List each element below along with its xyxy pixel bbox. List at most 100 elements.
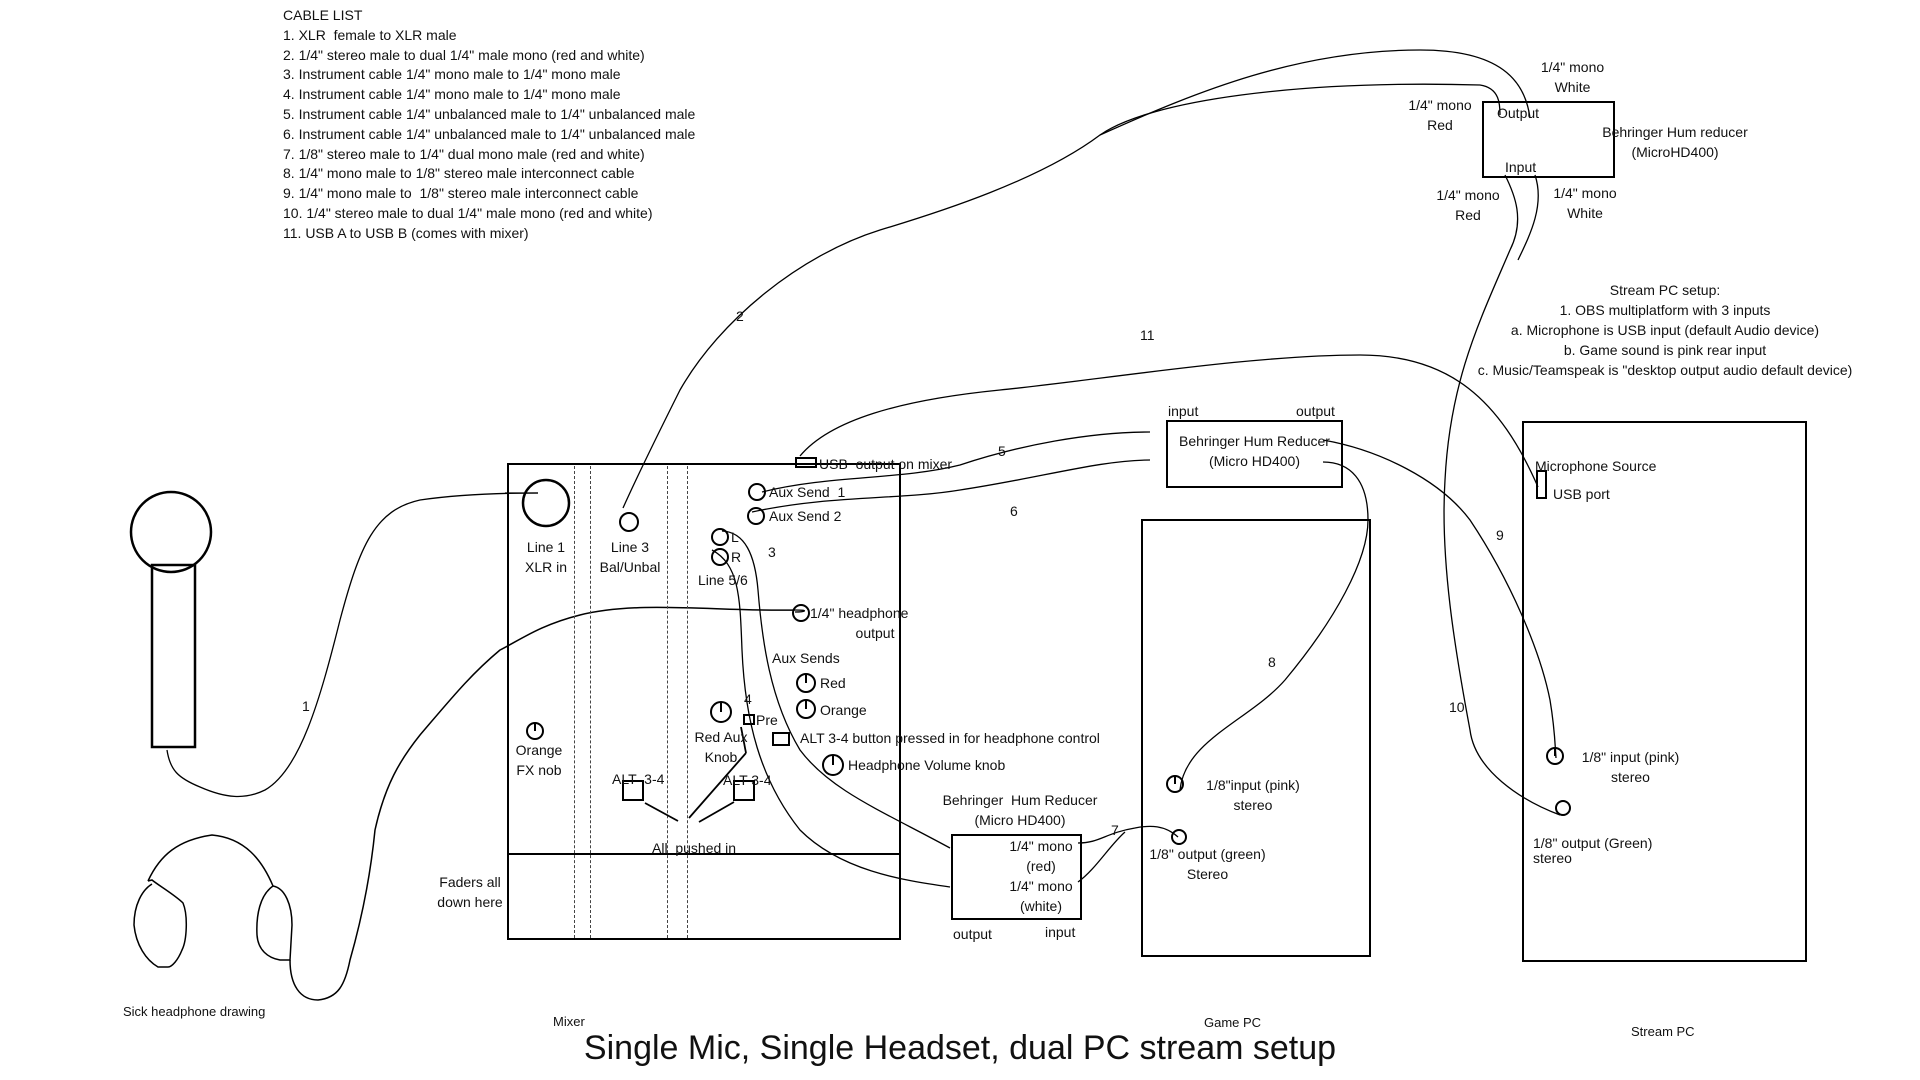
cable-4 xyxy=(711,549,951,888)
line56-r-label: R xyxy=(731,549,742,565)
cable-number-1: 1 xyxy=(302,698,310,714)
cable-2 xyxy=(622,83,1501,509)
cable-11 xyxy=(799,354,1539,488)
mixer-channel-divider xyxy=(590,466,591,938)
aux-send-1-label: Aux Send 1 xyxy=(769,484,846,500)
aux-send-2-label: Aux Send 2 xyxy=(769,508,842,524)
bottom-hr-output-label: output xyxy=(953,926,992,942)
aux-orange-label: Orange xyxy=(820,702,867,718)
mid-hr-input-label: input xyxy=(1168,403,1199,419)
mixer-box xyxy=(507,463,901,940)
bottom-hr-white-label: 1/4" mono(white) xyxy=(1009,878,1073,914)
cable-list-heading: CABLE LIST xyxy=(283,7,363,23)
bottom-hum-reducer-box xyxy=(951,834,1082,920)
cable-10-branch xyxy=(1517,174,1539,261)
pre-label: Pre xyxy=(756,712,778,728)
headphones-caption: Sick headphone drawing xyxy=(123,1004,266,1019)
cable-number-11: 11 xyxy=(1140,327,1155,343)
all-pushed-label: All pushed in xyxy=(652,840,737,856)
cable-number-4: 4 xyxy=(744,691,752,707)
cable-number-6: 6 xyxy=(1010,503,1018,519)
cable-7-branch xyxy=(1077,831,1126,883)
mid-hum-reducer-box xyxy=(1166,420,1343,488)
mixer-channel-divider xyxy=(687,466,688,938)
cable-1 xyxy=(166,492,539,798)
aux-sends-label: Aux Sends xyxy=(772,650,840,666)
cable-list-item: 5. Instrument cable 1/4" unbalanced male… xyxy=(283,105,696,122)
game-pc-caption: Game PC xyxy=(1204,1015,1262,1030)
cable-9 xyxy=(1322,439,1557,759)
mixer-channel-divider xyxy=(574,466,575,938)
headphones-icon xyxy=(133,606,796,1001)
alt34-left-label: ALT 3-4 xyxy=(612,771,665,787)
cable-10 xyxy=(1443,174,1561,816)
line56-label: Line 5/6 xyxy=(698,572,748,588)
mixer-fader-divider xyxy=(509,853,899,855)
mixer-channel-divider xyxy=(667,466,668,938)
top-hr-input-label: Input xyxy=(1505,159,1537,175)
bottom-hr-red-label: 1/4" mono(red) xyxy=(1009,838,1073,874)
cable-8 xyxy=(1179,461,1369,791)
cable-number-8: 8 xyxy=(1268,654,1276,670)
cable-list-item: 8. 1/4" mono male to 1/8" stereo male in… xyxy=(283,165,635,182)
usb-output-label: USB output on mixer xyxy=(819,456,953,472)
bottom-hr-name: Behringer Hum Reducer(Micro HD400) xyxy=(942,792,1098,828)
mid-hr-name: Behringer Hum Reducer(Micro HD400) xyxy=(1179,433,1330,469)
cable-list-item: 11. USB A to USB B (comes with mixer) xyxy=(283,224,529,241)
diagram-title: Single Mic, Single Headset, dual PC stre… xyxy=(583,1029,1337,1067)
alt34-right-label: ALT 3-4 xyxy=(723,772,772,788)
cable-7 xyxy=(1077,825,1179,844)
cable-6 xyxy=(751,459,1151,513)
top-hr-name: Behringer Hum reducer(MicroHD400) xyxy=(1602,124,1748,160)
microphone-icon xyxy=(129,490,213,749)
cable-2-branch xyxy=(1099,49,1531,136)
cable-list-item: 1. XLR female to XLR male xyxy=(283,26,457,43)
cable-number-10: 10 xyxy=(1449,699,1465,715)
setup-line: a. Microphone is USB input (default Audi… xyxy=(1510,322,1820,338)
cable-list-item: 10. 1/4" stereo male to dual 1/4" male m… xyxy=(283,204,653,221)
aux-red-label: Red xyxy=(820,675,846,691)
setup-heading: Stream PC setup: xyxy=(1609,282,1721,298)
stream-pc-box xyxy=(1522,421,1807,962)
cable-list-item: 3. Instrument cable 1/4" mono male to 1/… xyxy=(283,66,621,83)
cable-number-3: 3 xyxy=(768,544,776,560)
mixer-caption: Mixer xyxy=(553,1014,585,1029)
stream-pc-output-label: 1/8" output (Green)stereo xyxy=(1533,835,1653,866)
cable-list: CABLE LIST 1. XLR female to XLR male 2. … xyxy=(283,6,695,244)
cable-number-2: 2 xyxy=(736,308,744,324)
line56-l-label: L xyxy=(731,529,739,545)
setup-line: b. Game sound is pink rear input xyxy=(1563,342,1767,358)
game-pc-box xyxy=(1141,519,1371,957)
cable-5 xyxy=(761,431,1151,493)
top-hr-output-label: Output xyxy=(1497,105,1540,121)
cable-number-5: 5 xyxy=(998,443,1006,459)
stream-pc-input-label: 1/8" input (pink)stereo xyxy=(1581,749,1680,785)
stream-pc-caption: Stream PC xyxy=(1631,1024,1695,1039)
mid-hr-output-label: output xyxy=(1296,403,1335,419)
headphone-volume-label: Headphone Volume knob xyxy=(848,757,1006,773)
game-pc-output-label: 1/8" output (green)Stereo xyxy=(1149,846,1266,882)
cable-3 xyxy=(721,530,951,849)
alt-button-note: ALT 3-4 button pressed in for headphone … xyxy=(800,730,1100,746)
cable-list-item: 2. 1/4" stereo male to dual 1/4" male mo… xyxy=(283,46,645,63)
setup-line: c. Music/Teamspeak is "desktop output au… xyxy=(1477,362,1853,378)
usb-port-label: USB port xyxy=(1553,486,1610,502)
top-hum-reducer-box xyxy=(1482,101,1615,178)
cable-list-item: 6. Instrument cable 1/4" unbalanced male… xyxy=(283,125,696,142)
stream-pc-setup-notes: Stream PC setup: 1. OBS multiplatform wi… xyxy=(1440,280,1890,380)
cable-list-item: 4. Instrument cable 1/4" mono male to 1/… xyxy=(283,86,621,103)
cable-list-item: 7. 1/8" stereo male to 1/4" dual mono ma… xyxy=(283,145,645,162)
mic-source-label: Microphone Source xyxy=(1535,458,1657,474)
game-pc-input-label: 1/8"input (pink)stereo xyxy=(1206,777,1300,813)
cable-list-item: 9. 1/4" mono male to 1/8" stereo male in… xyxy=(283,185,639,202)
